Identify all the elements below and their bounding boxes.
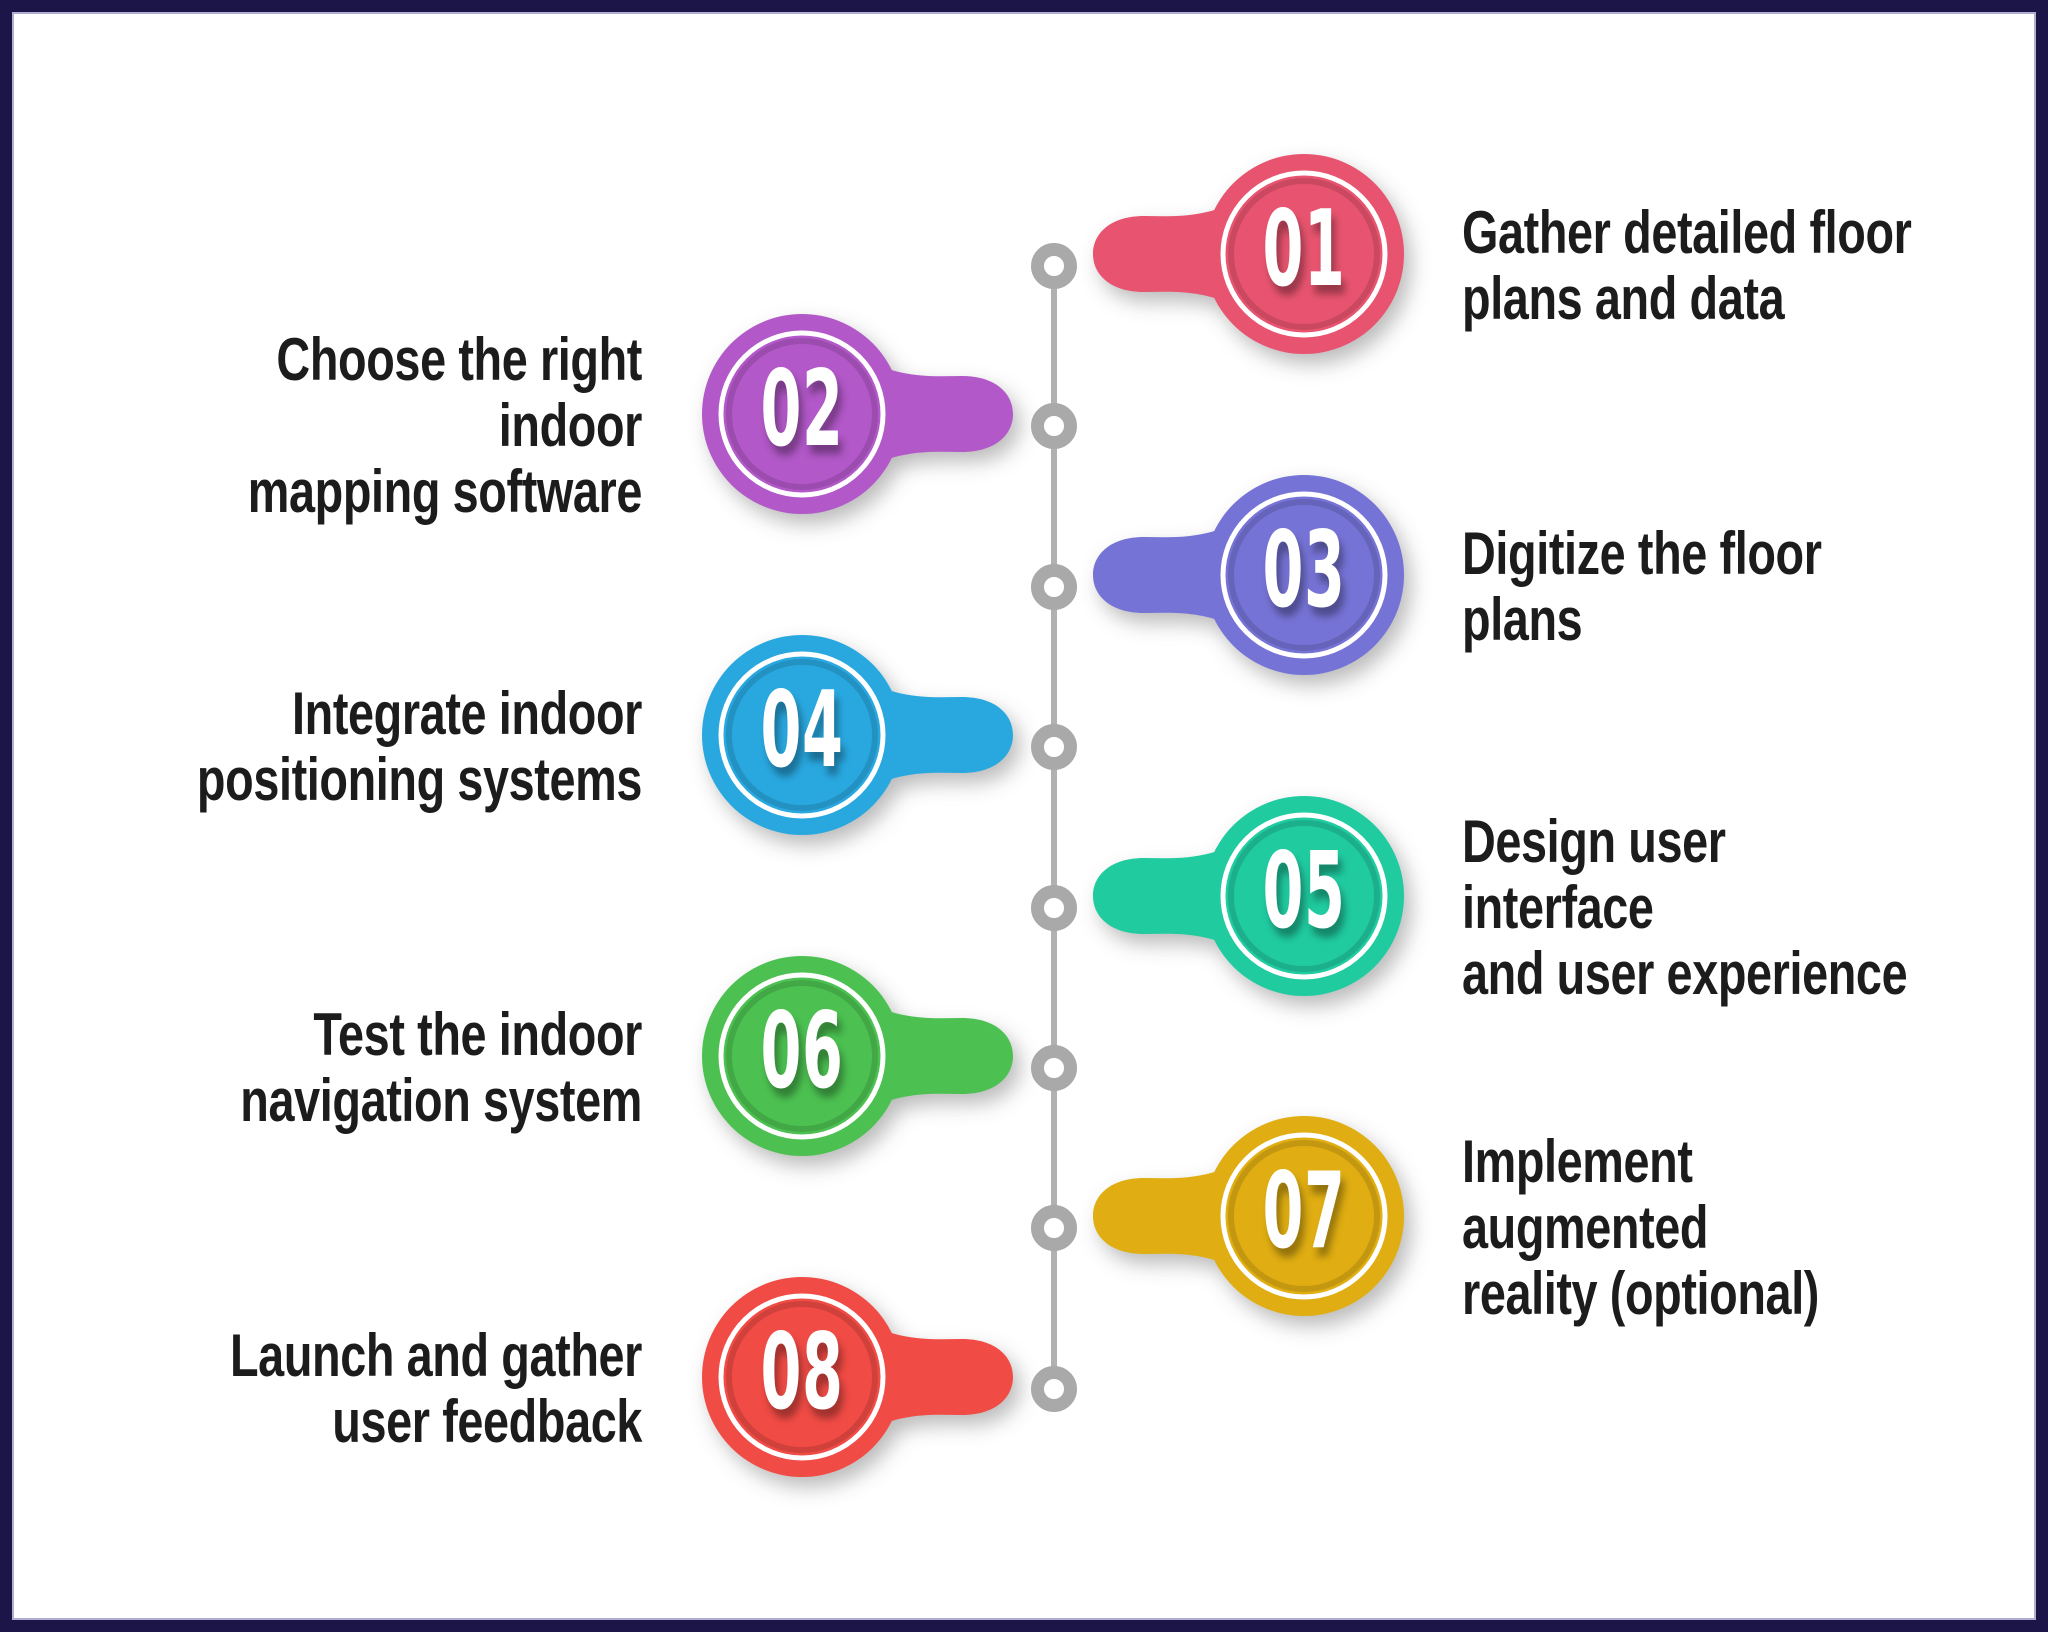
badge-inner-rim <box>1228 1140 1380 1292</box>
badge-circle <box>1204 1116 1404 1316</box>
badge-ring <box>718 972 886 1140</box>
badge-inner-rim <box>1228 178 1380 330</box>
timeline-dot <box>1031 403 1077 449</box>
badge-inner-rim <box>1228 820 1380 972</box>
step-number: 05 <box>1262 830 1346 953</box>
step-label: Design user interface and user experienc… <box>1462 808 1908 1007</box>
badge-circle <box>1204 796 1404 996</box>
step-badge <box>1093 154 1404 354</box>
step-badge <box>702 956 1013 1156</box>
badge-inner-rim <box>726 338 878 490</box>
step-number: 07 <box>1262 1150 1346 1273</box>
badge-ring <box>1220 491 1388 659</box>
timeline-dot <box>1031 1205 1077 1251</box>
badge-ring <box>1220 812 1388 980</box>
step-label: Test the indoor navigation system <box>240 1001 642 1134</box>
badge-circle <box>702 956 902 1156</box>
timeline-dot <box>1031 885 1077 931</box>
badge-ring <box>1220 170 1388 338</box>
step-badge <box>1093 796 1404 996</box>
badge-circle <box>702 314 902 514</box>
timeline-dot <box>1031 1045 1077 1091</box>
timeline-line <box>1051 266 1057 1389</box>
step-number: 08 <box>760 1311 844 1434</box>
step-badge <box>702 1277 1013 1477</box>
badge-circle <box>1204 154 1404 354</box>
badge-inner-rim <box>726 659 878 811</box>
timeline-dot <box>1031 243 1077 289</box>
step-number: 06 <box>760 990 844 1113</box>
step-badge <box>702 635 1013 835</box>
step-number: 03 <box>1262 509 1346 632</box>
step-number: 01 <box>1262 188 1346 311</box>
step-label: Gather detailed floor plans and data <box>1462 199 1912 332</box>
timeline-dot <box>1031 564 1077 610</box>
step-label: Digitize the floor plans <box>1462 520 1822 653</box>
badge-ring <box>718 1293 886 1461</box>
step-badge <box>1093 1116 1404 1316</box>
badge-circle <box>702 635 902 835</box>
step-label: Launch and gather user feedback <box>229 1322 642 1455</box>
badge-ring <box>1220 1132 1388 1300</box>
step-badge <box>1093 475 1404 675</box>
badge-inner-rim <box>726 1301 878 1453</box>
step-number: 04 <box>760 669 844 792</box>
badge-circle <box>1204 475 1404 675</box>
step-number: 02 <box>760 348 844 471</box>
step-label: Implement augmented reality (optional) <box>1462 1128 1820 1327</box>
timeline-dot <box>1031 724 1077 770</box>
badge-ring <box>718 330 886 498</box>
timeline-dot <box>1031 1366 1077 1412</box>
badge-ring <box>718 651 886 819</box>
step-label: Choose the right indoor mapping software <box>247 326 643 525</box>
badge-inner-rim <box>1228 499 1380 651</box>
badge-inner-rim <box>726 980 878 1132</box>
step-label: Integrate indoor positioning systems <box>196 680 642 813</box>
step-badge <box>702 314 1013 514</box>
badge-circle <box>702 1277 902 1477</box>
